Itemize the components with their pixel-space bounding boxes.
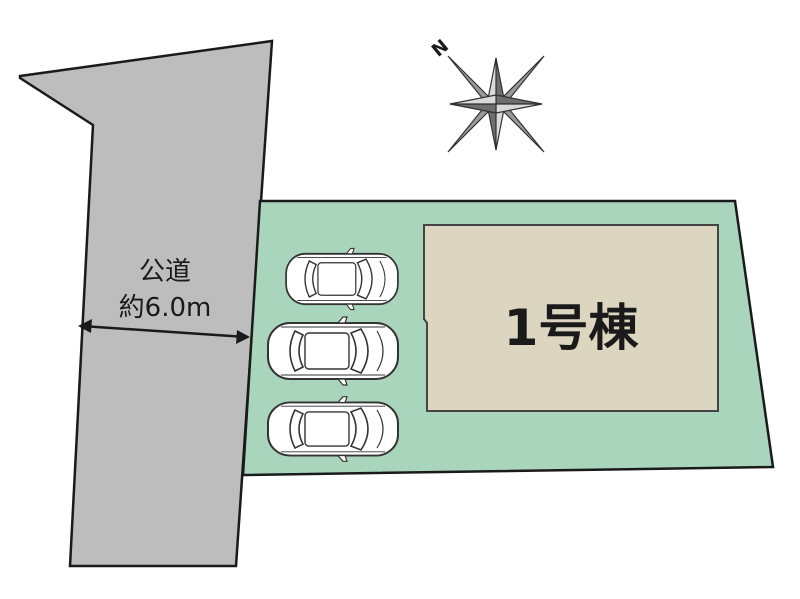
public-road <box>18 39 274 568</box>
road-width-label: 約6.0m <box>119 293 212 323</box>
building-footprint <box>423 224 719 412</box>
parking-space-car-1 <box>285 247 399 311</box>
parking-space-car-3 <box>267 395 399 463</box>
building-label: 1号棟 <box>504 299 640 357</box>
compass-rose-icon <box>447 55 545 153</box>
parking-space-car-2 <box>267 316 399 386</box>
road-width-arrow <box>78 319 250 344</box>
road-label: 公道 <box>139 257 191 287</box>
